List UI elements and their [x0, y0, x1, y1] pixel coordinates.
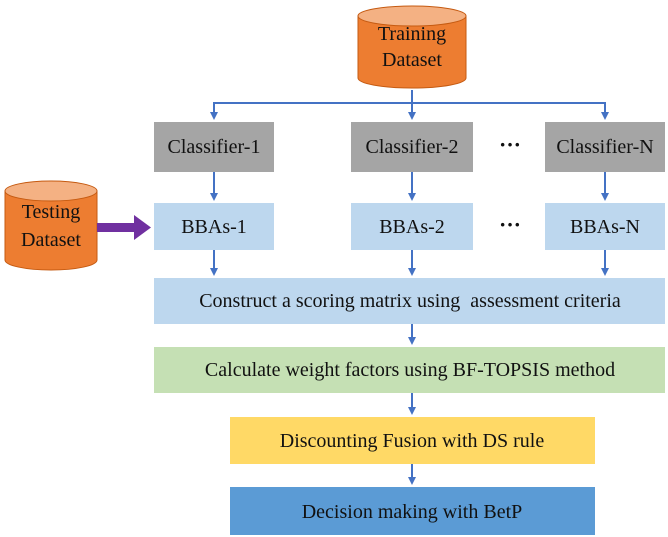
- training-dataset-cylinder: Training Dataset: [357, 5, 467, 89]
- training-dataset-label-line1: Training: [378, 23, 446, 45]
- bba-box-1: BBAs-1: [154, 203, 274, 250]
- training-distribution-arrows: [210, 90, 609, 120]
- classifier-label-2: Classifier-2: [366, 136, 459, 158]
- classifier-to-bba-arrows: [210, 172, 609, 201]
- testing-dataset-cylinder: Testing Dataset: [4, 180, 98, 271]
- testing-input-arrow: [97, 215, 151, 240]
- testing-dataset-label-line2: Dataset: [21, 229, 81, 251]
- fusion-box: Discounting Fusion with DS rule: [230, 417, 595, 464]
- fusion-label: Discounting Fusion with DS rule: [280, 430, 545, 452]
- decision-label: Decision making with BetP: [302, 501, 523, 523]
- bba-label-2: BBAs-2: [379, 216, 445, 238]
- weight-factors-box: Calculate weight factors using BF-TOPSIS…: [154, 347, 665, 393]
- classifier-ellipsis: ···: [499, 132, 521, 157]
- decision-box: Decision making with BetP: [230, 487, 595, 535]
- scoring-matrix-box: Construct a scoring matrix using assessm…: [154, 278, 665, 324]
- scoring-matrix-label: Construct a scoring matrix using assessm…: [199, 290, 621, 312]
- classifier-box-2: Classifier-2: [351, 122, 473, 172]
- bba-box-2: BBAs-2: [351, 203, 473, 250]
- classifier-label-1: Classifier-1: [168, 136, 261, 158]
- bba-ellipsis: ···: [499, 212, 521, 237]
- classifier-box-1: Classifier-1: [154, 122, 274, 172]
- classifier-label-n: Classifier-N: [556, 136, 653, 158]
- bba-to-scoring-arrows: [210, 250, 609, 276]
- bba-label-1: BBAs-1: [181, 216, 247, 238]
- bba-label-n: BBAs-N: [570, 216, 640, 238]
- testing-dataset-label-line1: Testing: [22, 201, 81, 223]
- classifier-box-n: Classifier-N: [545, 122, 665, 172]
- bba-box-n: BBAs-N: [545, 203, 665, 250]
- training-dataset-label-line2: Dataset: [382, 49, 442, 71]
- weight-factors-label: Calculate weight factors using BF-TOPSIS…: [205, 359, 615, 381]
